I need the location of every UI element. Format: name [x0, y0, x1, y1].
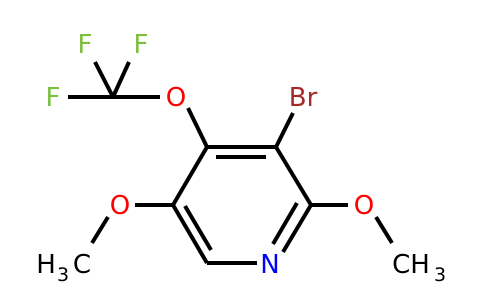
bond-c6-c5 — [171, 203, 209, 265]
fluorine-label-top-right: F — [134, 30, 149, 60]
bond-c5-c4 — [171, 145, 209, 207]
bond-c3-br — [274, 112, 295, 148]
methyl-label-left-c: C — [73, 250, 91, 280]
methyl-label-left-subscript: 3 — [57, 264, 69, 286]
fluorine-label-left: F — [46, 83, 61, 113]
oxygen-label-left-methoxy: O — [110, 191, 130, 221]
bond-o-left-ch3 — [90, 215, 110, 245]
nitrogen-label: N — [260, 250, 279, 280]
bond-c2-n — [281, 203, 313, 254]
bond-c2-n-inner — [271, 201, 299, 246]
bond-c6-c5-inner — [183, 204, 213, 252]
bond-c-f-upper-right — [111, 61, 131, 98]
methyl-label-right-ch: CH — [392, 250, 430, 280]
oxygen-label-trifluoromethoxy: O — [166, 83, 186, 113]
bond-c3-c2 — [274, 145, 313, 207]
methyl-label-left-h: H — [36, 250, 56, 280]
bond-o-c4 — [186, 107, 209, 148]
methyl-label-right-subscript: 3 — [434, 264, 446, 286]
bromine-label: Br — [289, 83, 318, 113]
oxygen-label-right-methoxy: O — [354, 191, 374, 221]
bond-o-right-ch3 — [374, 215, 394, 245]
bond-c-f-upper-left — [93, 61, 115, 98]
fluorine-label-top-left: F — [78, 30, 93, 60]
